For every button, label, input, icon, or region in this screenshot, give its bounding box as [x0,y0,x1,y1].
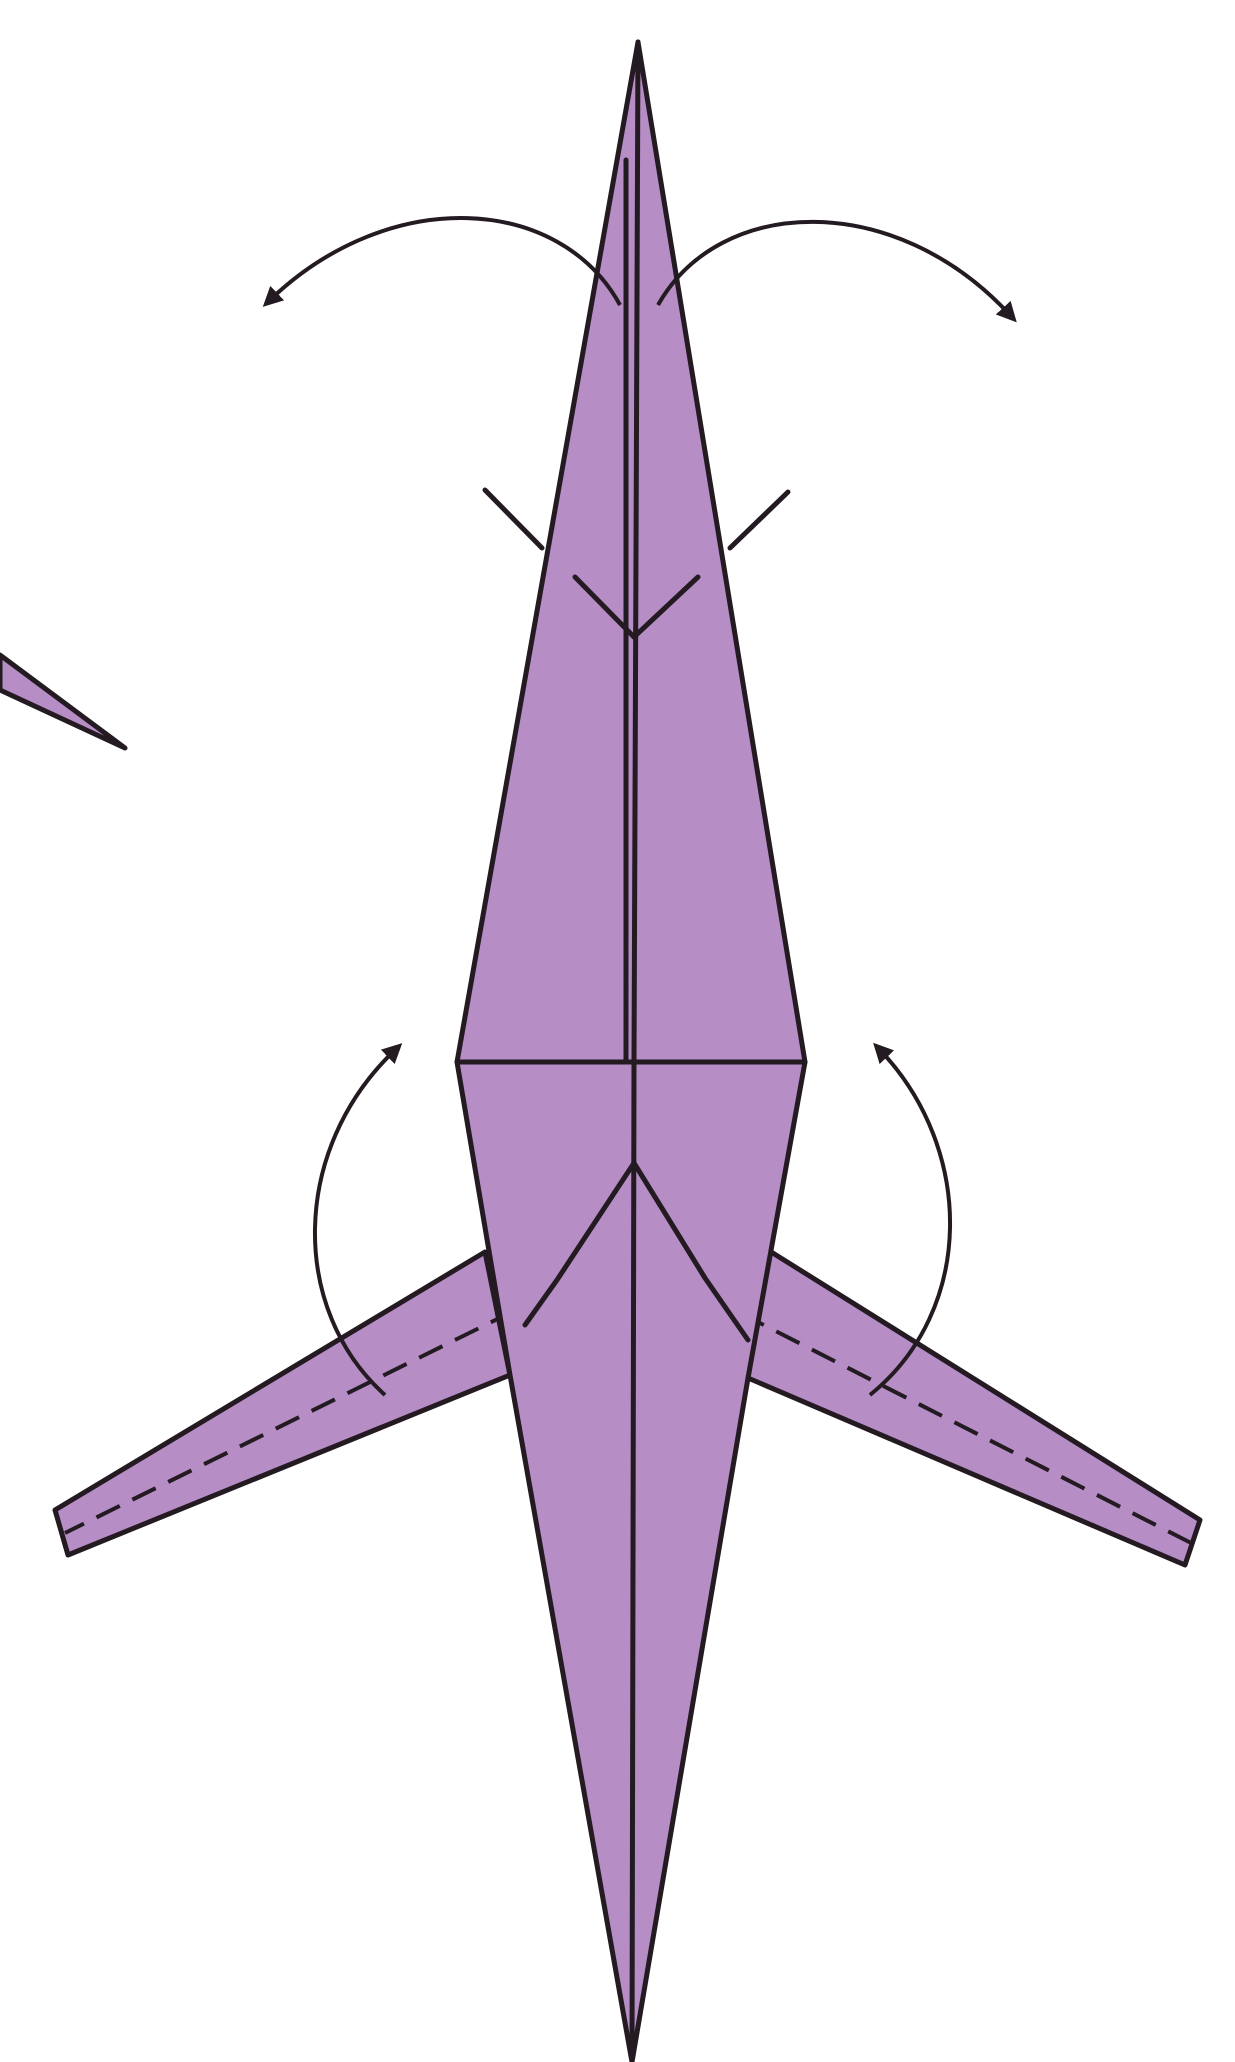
upper-body [457,42,805,1062]
upper-right-fold-arrow [658,222,1010,315]
upper-left-fold-arrow [270,218,620,305]
tick-left [485,490,542,548]
right-leg-flap [748,1250,1200,1565]
tick-right [730,492,788,548]
left-leg-flap [55,1252,510,1555]
adjacent-step-fragment [0,655,125,748]
center-crease-lower [632,1062,634,2062]
